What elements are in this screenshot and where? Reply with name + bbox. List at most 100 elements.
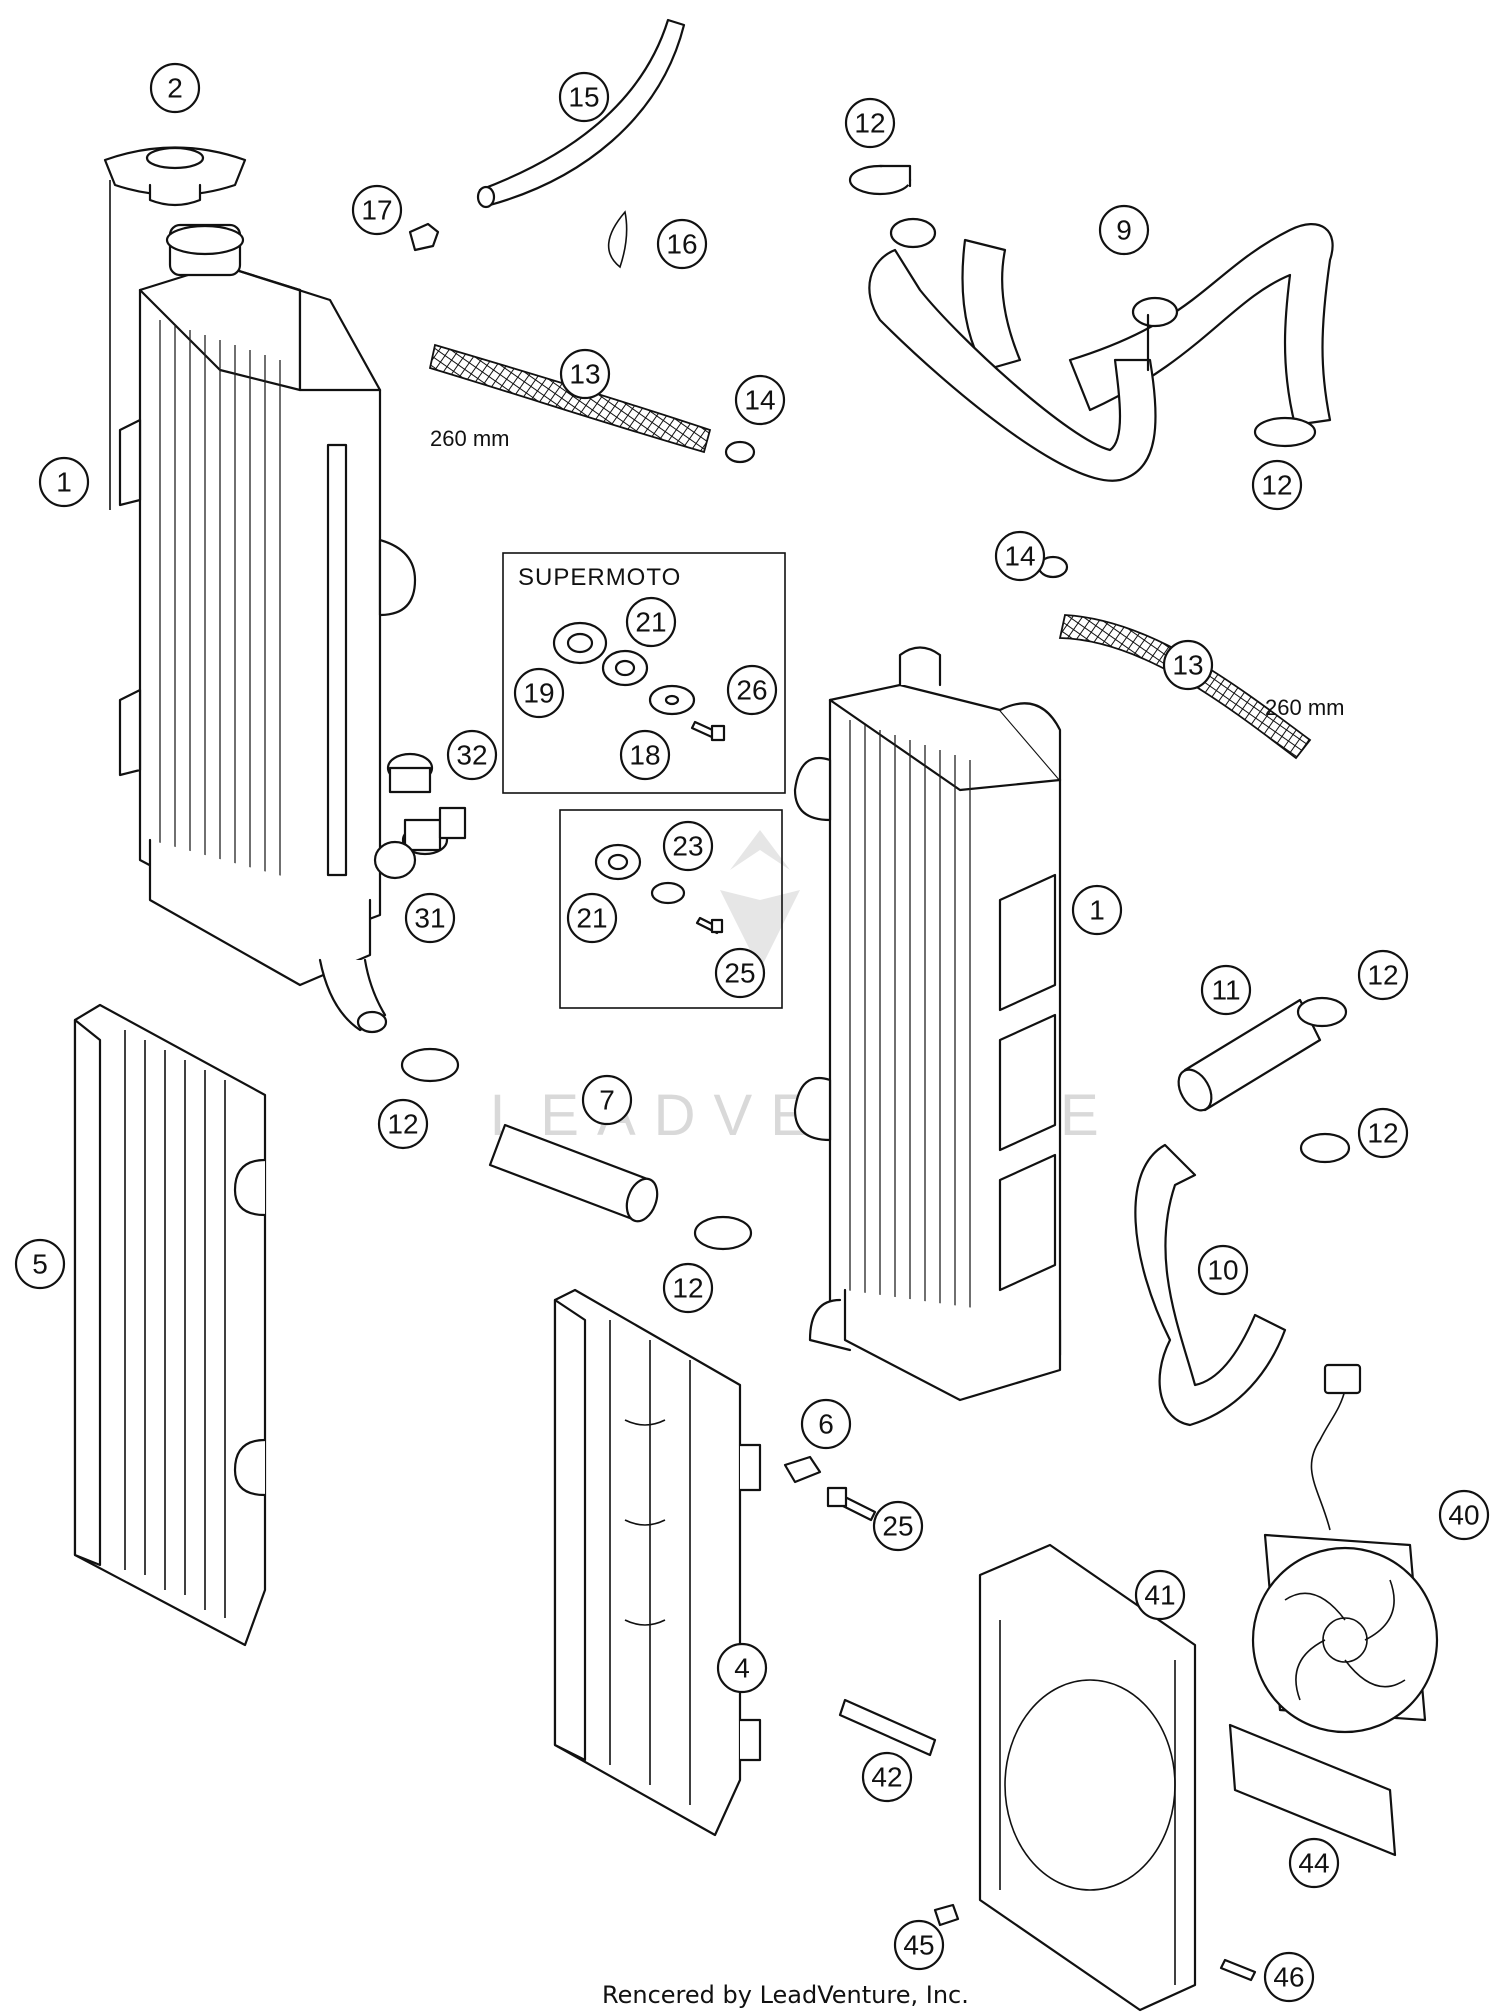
svg-text:13: 13	[1172, 650, 1203, 681]
hose-13-right: 260 mm	[1058, 614, 1344, 760]
callout-18: 18	[619, 729, 671, 781]
svg-text:12: 12	[387, 1109, 418, 1140]
svg-text:1: 1	[1089, 895, 1105, 926]
svg-text:25: 25	[882, 1511, 913, 1542]
svg-text:17: 17	[361, 195, 392, 226]
callout-14b: 14	[994, 530, 1046, 582]
svg-text:26: 26	[736, 675, 767, 706]
fan-shroud	[978, 1543, 1197, 2012]
callout-12c: 12	[1357, 949, 1409, 1001]
callout-13a: 13	[559, 348, 611, 400]
hose-15	[476, 18, 686, 209]
svg-text:7: 7	[599, 1085, 615, 1116]
clamp-12-set	[400, 996, 1351, 1251]
bolt-25	[826, 1486, 877, 1522]
svg-text:12: 12	[1261, 470, 1292, 501]
hose-13-left: 260 mm	[428, 343, 712, 454]
callout-20a: 21	[625, 596, 677, 648]
hose-length-left: 260 mm	[430, 426, 509, 451]
plate-44	[1228, 1723, 1397, 1857]
left-radiator	[118, 223, 417, 1034]
svg-text:23: 23	[672, 831, 703, 862]
clamp-12-right-top	[1253, 416, 1317, 448]
svg-text:18: 18	[629, 740, 660, 771]
callout-17: 17	[351, 184, 403, 236]
callout-9: 9	[1098, 204, 1150, 256]
bolt-46	[1219, 1958, 1257, 1982]
right-radiator	[793, 646, 1062, 1402]
clip-16	[607, 210, 628, 269]
standard-inset	[559, 809, 783, 1009]
callout-12f: 12	[662, 1262, 714, 1314]
hose-length-right: 260 mm	[1265, 695, 1344, 720]
clamp-12-top	[848, 164, 912, 196]
hose-10	[1134, 1143, 1287, 1427]
svg-text:15: 15	[568, 82, 599, 113]
svg-text:41: 41	[1144, 1580, 1175, 1611]
callout-40: 40	[1438, 1489, 1490, 1541]
callout-25: 25	[872, 1500, 924, 1552]
hose-7	[488, 1123, 659, 1223]
callout-12d: 12	[1357, 1107, 1409, 1159]
callout-44: 44	[1288, 1837, 1340, 1889]
callout-20b: 21	[566, 892, 618, 944]
callout-7: 7	[581, 1074, 633, 1126]
left-louver	[73, 1003, 267, 1647]
callout-15: 15	[558, 71, 610, 123]
callout-12a: 12	[844, 97, 896, 149]
callout-10: 10	[1197, 1244, 1249, 1296]
svg-text:1: 1	[56, 467, 72, 498]
svg-text:16: 16	[666, 229, 697, 260]
svg-text:11: 11	[1211, 975, 1240, 1006]
callout-32: 32	[446, 729, 498, 781]
thermo-switch	[373, 752, 467, 880]
callout-41: 41	[1134, 1569, 1186, 1621]
callout-12b: 12	[1251, 459, 1303, 511]
callout-2: 2	[149, 62, 201, 114]
svg-text:12: 12	[672, 1273, 703, 1304]
clip-nut-6	[783, 1455, 822, 1484]
svg-text:5: 5	[32, 1249, 48, 1280]
radiator-cap	[103, 146, 247, 510]
supermoto-inset: SUPERMOTO	[502, 552, 786, 794]
callout-45: 45	[893, 1919, 945, 1971]
svg-text:19: 19	[523, 678, 554, 709]
callout-16: 16	[656, 218, 708, 270]
svg-text:12: 12	[1367, 1118, 1398, 1149]
svg-text:14: 14	[1004, 541, 1035, 572]
callout-11: 11	[1200, 964, 1252, 1016]
svg-text:12: 12	[854, 108, 885, 139]
callout-4: 4	[716, 1642, 768, 1694]
svg-text:40: 40	[1448, 1500, 1479, 1531]
callout-46: 46	[1263, 1951, 1315, 2003]
callout-12e: 12	[377, 1098, 429, 1150]
svg-text:14: 14	[744, 385, 775, 416]
svg-text:25: 25	[724, 958, 755, 989]
callout-23: 25	[714, 947, 766, 999]
fitting-17	[408, 222, 440, 252]
svg-text:13: 13	[569, 359, 600, 390]
bolt-45	[933, 1903, 960, 1927]
supermoto-label: SUPERMOTO	[518, 564, 681, 591]
svg-text:4: 4	[734, 1653, 750, 1684]
callout-26: 26	[726, 664, 778, 716]
svg-text:32: 32	[456, 740, 487, 771]
center-louver	[553, 1288, 762, 1837]
callout-14a: 14	[734, 374, 786, 426]
callout-42: 42	[861, 1751, 913, 1803]
callout-1: 1	[1071, 884, 1123, 936]
callout-19: 19	[513, 667, 565, 719]
callout-3: 1	[38, 456, 90, 508]
seal-42	[838, 1698, 937, 1757]
callout-13b: 13	[1162, 639, 1214, 691]
svg-text:46: 46	[1273, 1962, 1304, 1993]
svg-text:6: 6	[818, 1409, 834, 1440]
callout-5: 5	[14, 1238, 66, 1290]
svg-text:44: 44	[1298, 1848, 1329, 1879]
clamp-14-left	[724, 440, 756, 464]
callout-31: 31	[404, 892, 456, 944]
render-credit: Rencered by LeadVenture, Inc.	[602, 1981, 969, 2009]
svg-text:42: 42	[871, 1762, 902, 1793]
svg-text:21: 21	[576, 903, 607, 934]
